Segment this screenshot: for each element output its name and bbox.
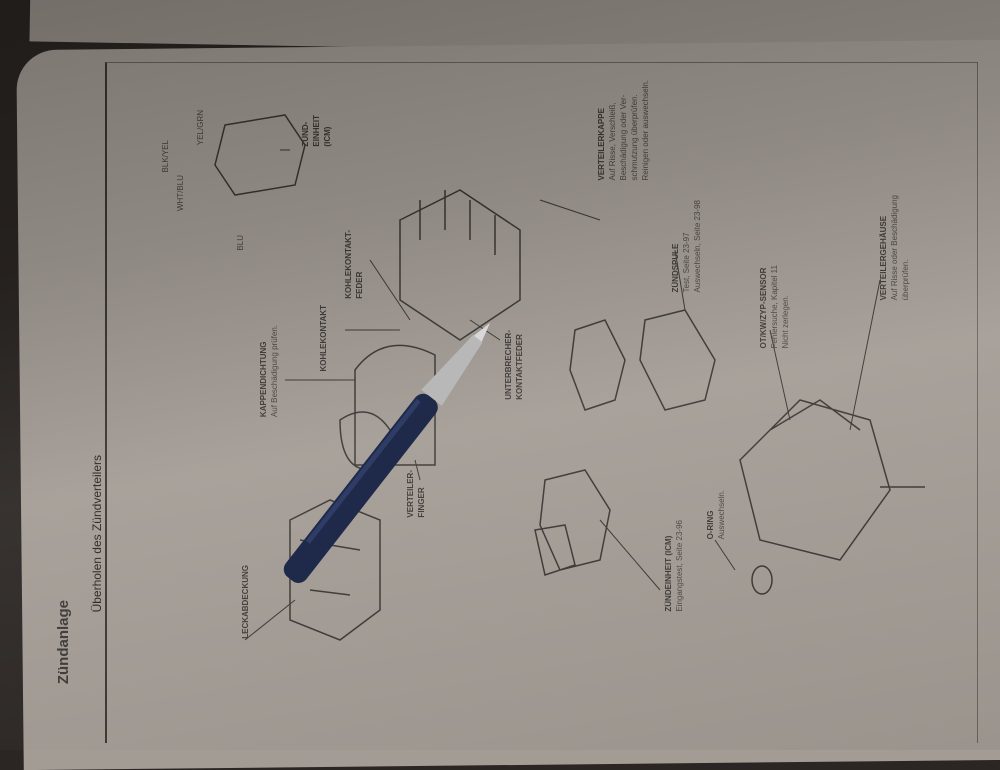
wire-label: BLK/YEL <box>161 140 170 173</box>
label-rotor: VERTEILER-FINGER <box>406 470 426 518</box>
label-breaker-spring: UNTERBRECHER-KONTAKTFEDER <box>504 330 524 400</box>
wire-label: BLU <box>236 235 245 251</box>
wire-label: YEL/GRN <box>196 110 205 146</box>
wire-label: WHT/BLU <box>176 175 185 211</box>
coil-part <box>639 309 716 411</box>
leader-lines <box>244 149 881 641</box>
icm-top-part <box>214 114 306 196</box>
o-ring-part <box>751 565 773 595</box>
pen <box>283 322 491 583</box>
label-icm-top: ZÜND-EINHEIT(ICM) <box>301 115 332 147</box>
label-icm: ZÜNDEINHEIT (ICM)Eingangstest, Seite 23-… <box>664 520 684 612</box>
label-carbon-spring: KOHLEKONTAKT-FEDER <box>344 230 364 299</box>
label-leak-cover: LECKABDECKUNG <box>241 565 250 639</box>
exploded-diagram <box>214 114 925 641</box>
icm-part <box>534 469 611 576</box>
label-carbon-contact: KOHLEKONTAKT <box>319 305 328 372</box>
bracket-part <box>569 319 626 411</box>
housing-part <box>739 399 891 561</box>
cap-part <box>399 189 521 341</box>
page-frame <box>105 62 978 743</box>
